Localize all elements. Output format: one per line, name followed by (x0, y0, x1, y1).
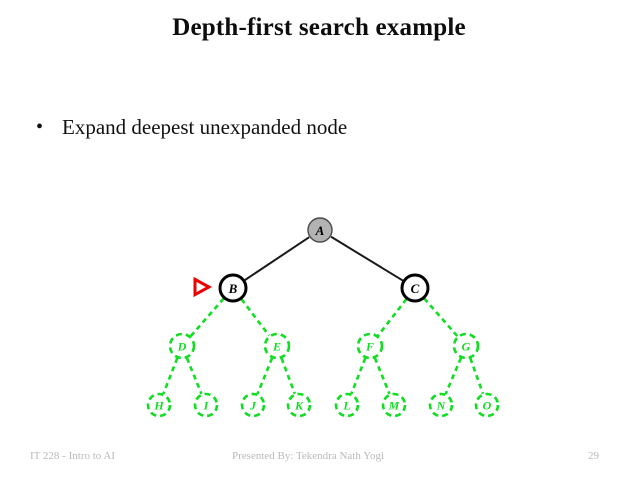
node-circle (307, 217, 333, 243)
node-label: O (483, 399, 492, 413)
tree-node-g[interactable]: G (452, 332, 480, 360)
tree-node-m[interactable]: M (381, 392, 407, 418)
tree-edge-c-f (376, 298, 408, 337)
tree-edge-c-g (423, 297, 459, 338)
tree-edge-b-e (240, 298, 271, 337)
node-circle (474, 392, 500, 418)
node-label: I (203, 399, 210, 413)
footer-presenter-label: Presented By: Tekendra Nath Yogi (232, 450, 385, 462)
node-label: D (177, 340, 187, 354)
node-label: L (342, 399, 350, 413)
search-tree-svg: A B C D E F G H I J K L M N O (146, 217, 500, 418)
tree-node-a[interactable]: A (307, 217, 333, 243)
node-circle (240, 392, 266, 418)
node-label: B (228, 281, 238, 296)
tree-edge-d-h (162, 357, 179, 395)
tree-node-i[interactable]: I (193, 392, 219, 418)
tree-edge-b-d (189, 297, 225, 338)
tree-edge-g-n (444, 357, 463, 395)
node-circle (146, 392, 172, 418)
node-label: G (462, 340, 471, 354)
node-circle (286, 392, 312, 418)
node-label: M (388, 399, 400, 413)
node-label: K (294, 399, 304, 413)
footer-course-label: IT 228 - Intro to AI (30, 450, 116, 462)
tree-node-h[interactable]: H (146, 392, 172, 418)
tree-node-layer: A B C D E F G H I J K L M N O (146, 217, 500, 418)
node-label: C (411, 281, 420, 296)
tree-edge-a-b (244, 236, 310, 282)
tree-edge-g-o (469, 357, 485, 395)
node-circle (218, 273, 248, 303)
node-label: H (153, 399, 164, 413)
tree-node-j[interactable]: J (240, 392, 266, 418)
tree-node-d[interactable]: D (168, 332, 196, 360)
node-circle (168, 332, 196, 360)
node-circle (381, 392, 407, 418)
node-label: J (249, 399, 257, 413)
tree-node-l[interactable]: L (334, 392, 360, 418)
node-circle (428, 392, 454, 418)
bullet-point-icon: • (36, 116, 44, 138)
node-label: A (315, 223, 325, 238)
tree-node-c[interactable]: C (400, 273, 430, 303)
tree-edge-f-m (373, 357, 391, 395)
bullet-item-text: Expand deepest unexpanded node (62, 115, 348, 139)
tree-node-f[interactable]: F (356, 332, 384, 360)
tree-node-n[interactable]: N (428, 392, 454, 418)
node-circle (400, 273, 430, 303)
tree-edge-layer (162, 235, 485, 395)
node-circle (452, 332, 480, 360)
tree-edge-d-i (185, 357, 203, 395)
tree-node-o[interactable]: O (474, 392, 500, 418)
node-circle (334, 392, 360, 418)
current-node-pointer-icon (193, 276, 213, 298)
search-tree-diagram: A B C D E F G H I J K L M N O (0, 198, 638, 436)
bullet-list: • Expand deepest unexpanded node (36, 114, 596, 140)
node-circle (193, 392, 219, 418)
tree-edge-e-j (256, 357, 274, 395)
footer-page-number: 29 (588, 450, 599, 462)
node-label: E (272, 340, 281, 354)
slide-footer: IT 228 - Intro to AI Presented By: Teken… (0, 444, 638, 478)
page-title: Depth-first search example (172, 14, 466, 41)
current-node-pointer-layer (193, 276, 213, 298)
node-label: F (365, 340, 374, 354)
tree-node-e[interactable]: E (263, 332, 291, 360)
node-label: N (436, 399, 447, 413)
tree-edge-e-k (280, 357, 297, 395)
tree-node-k[interactable]: K (286, 392, 312, 418)
tree-edge-f-l (350, 357, 367, 395)
tree-edge-a-c (330, 235, 404, 282)
tree-node-b[interactable]: B (218, 273, 248, 303)
node-circle (263, 332, 291, 360)
node-circle (356, 332, 384, 360)
